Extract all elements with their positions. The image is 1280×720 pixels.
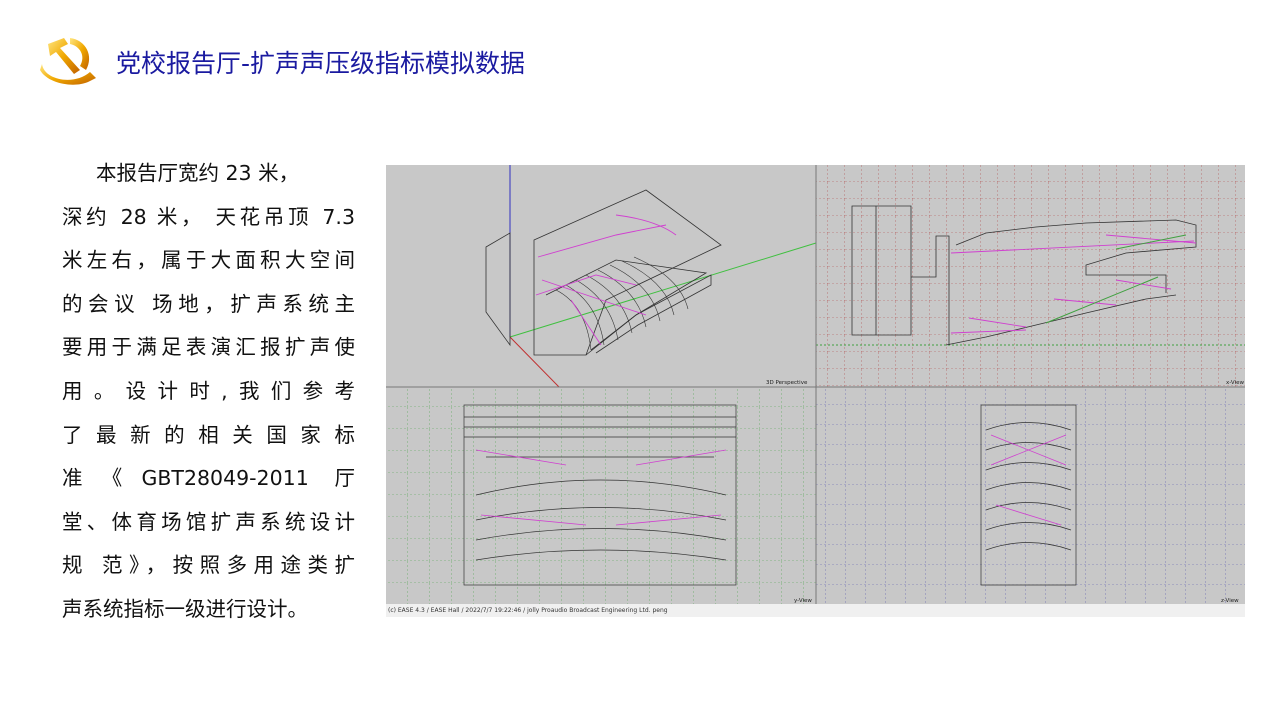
text-line: 声系统指标一级进行设计。 — [62, 596, 308, 621]
text-line: 深约 28 米， 天花吊顶 7.3 — [62, 204, 355, 229]
top-view: z-View — [816, 387, 1245, 604]
text-line: 规 范》，按照多用途类扩 — [62, 553, 355, 578]
text-line: 了最新的相关国家标 — [62, 422, 355, 447]
view-label-perspective: 3D Perspective — [766, 380, 808, 386]
text-line: 的会议 场地，扩声系统主 — [62, 291, 355, 316]
text-line: 本报告厅宽约 23 米， — [96, 161, 300, 185]
text-line: 堂、体育场馆扩声系统设计 — [62, 509, 355, 534]
text-line: 用。设计时,我们参考 — [62, 378, 355, 403]
side-view: x-View — [816, 165, 1245, 387]
text-line: 米左右，属于大面积大空间 — [62, 248, 355, 273]
perspective-view: 3D Perspective — [485, 165, 817, 388]
front-view: y-View — [386, 387, 816, 604]
description-text: 本报告厅宽约 23 米， 深约 28 米， 天花吊顶 7.3 米左右，属于大面积… — [62, 152, 355, 632]
text-line: 要用于满足表演汇报扩声使 — [62, 335, 355, 360]
view-label-front: y-View — [794, 598, 812, 604]
text-line: 准《GBT28049-2011 厅 — [62, 466, 355, 491]
view-label-top: z-View — [1221, 598, 1239, 604]
party-emblem-icon — [40, 38, 96, 85]
ease-simulation-screenshot: 3D Perspective x-View — [386, 165, 1245, 617]
status-bar: (c) EASE 4.3 / EASE Hall / 2022/7/7 19:2… — [386, 604, 1245, 617]
view-label-side: x-View — [1226, 380, 1244, 386]
page-title: 党校报告厅-扩声声压级指标模拟数据 — [116, 49, 526, 78]
